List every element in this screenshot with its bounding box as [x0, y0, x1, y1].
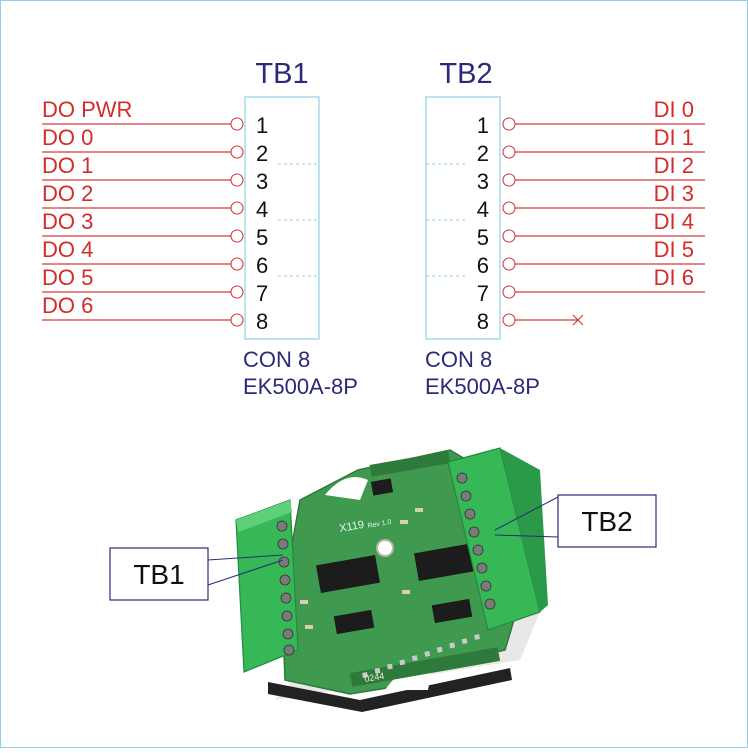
- tb1-callout-label: TB1: [133, 559, 184, 590]
- tb2-pin3-terminal-icon: [502, 173, 516, 187]
- tb2-pin-number-3: 3: [477, 169, 489, 194]
- tb1-signal-do-pwr: DO PWR: [42, 97, 132, 122]
- tb1-pin4-terminal-icon: [230, 201, 244, 215]
- tb2-callout-box: [557, 494, 657, 548]
- tb2-callout-label: TB2: [581, 506, 632, 537]
- tb1-signal-do-2: DO 2: [42, 181, 93, 206]
- tb2-pin-number-6: 6: [477, 253, 489, 278]
- tb1-connector: TB1 DO PWR 1 DO 0 2 DO 1 3 DO 2 4 DO 3 5…: [42, 58, 358, 399]
- tb1-pin8-terminal-icon: [230, 313, 244, 327]
- tb1-signal-do-5: DO 5: [42, 265, 93, 290]
- tb2-pin1-terminal-icon: [502, 117, 516, 131]
- tb2-pin5-terminal-icon: [502, 229, 516, 243]
- tb2-title: TB2: [439, 58, 492, 90]
- tb2-signal-di-1: DI 1: [654, 125, 694, 150]
- tb2-pin6-terminal-icon: [502, 257, 516, 271]
- tb2-terminal-block: [447, 447, 548, 631]
- tb1-pin-number-5: 5: [256, 225, 268, 250]
- ic-chip: [333, 609, 375, 635]
- tb1-pin-number-2: 2: [256, 141, 268, 166]
- no-connect-icon: [572, 314, 584, 326]
- tb2-signal-di-0: DI 0: [654, 97, 694, 122]
- tb2-signal-di-5: DI 5: [654, 237, 694, 262]
- tb2-pin-number-5: 5: [477, 225, 489, 250]
- tb1-pin6-terminal-icon: [230, 257, 244, 271]
- ic-chip: [316, 555, 380, 593]
- tb2-signal-di-4: DI 4: [654, 209, 694, 234]
- tb1-pin1-terminal-icon: [230, 117, 244, 131]
- tb1-pin5-terminal-icon: [230, 229, 244, 243]
- tb2-pin-number-1: 1: [477, 113, 489, 138]
- tb2-pin-number-2: 2: [477, 141, 489, 166]
- tb1-block-outline: [244, 96, 320, 340]
- tb1-title: TB1: [255, 58, 308, 90]
- tb1-signal-do-4: DO 4: [42, 237, 93, 262]
- tb2-connector-label: CON 8: [425, 347, 492, 372]
- ic-chip: [431, 598, 473, 624]
- tb1-pin7-terminal-icon: [230, 285, 244, 299]
- tb1-signal-do-6: DO 6: [42, 293, 93, 318]
- tb1-pin3-terminal-icon: [230, 173, 244, 187]
- tb1-signal-do-0: DO 0: [42, 125, 93, 150]
- tb2-pin2-terminal-icon: [502, 145, 516, 159]
- tb1-pin2-terminal-icon: [230, 145, 244, 159]
- tb2-signal-di-6: DI 6: [654, 265, 694, 290]
- silk-model: X119: [338, 519, 365, 535]
- mounting-hole-icon: [376, 539, 394, 557]
- tb2-pin-number-7: 7: [477, 281, 489, 306]
- tb1-signal-do-1: DO 1: [42, 153, 93, 178]
- tb1-pin-number-1: 1: [256, 113, 268, 138]
- tb1-signal-do-3: DO 3: [42, 209, 93, 234]
- ic-chip: [414, 543, 478, 581]
- tb2-pin7-terminal-icon: [502, 285, 516, 299]
- tb1-part-number: EK500A-8P: [243, 374, 358, 399]
- tb1-connector-label: CON 8: [243, 347, 310, 372]
- tb1-terminal-block: [235, 499, 299, 673]
- tb2-signal-di-3: DI 3: [654, 181, 694, 206]
- tb2-block-outline: [425, 96, 501, 340]
- silk-rev: Rev 1.0: [367, 519, 392, 530]
- silk-code: 0244: [364, 671, 385, 684]
- tb2-callout: TB2: [494, 494, 657, 548]
- tb2-signal-di-2: DI 2: [654, 153, 694, 178]
- tb2-pin8-terminal-icon: [502, 313, 516, 327]
- tb2-pin4-terminal-icon: [502, 201, 516, 215]
- tb2-connector: TB2 DI 0 1 DI 1 2 DI 2 3 DI 3 4 DI 4 5 D…: [425, 58, 705, 399]
- tb1-pin-number-8: 8: [256, 309, 268, 334]
- tb2-pin-number-8: 8: [477, 309, 489, 334]
- tb1-callout-box: [109, 547, 209, 601]
- tb2-part-number: EK500A-8P: [425, 374, 540, 399]
- tb1-pin-number-7: 7: [256, 281, 268, 306]
- tb1-pin-number-3: 3: [256, 169, 268, 194]
- board-photo: X119 Rev 1.0 0244: [235, 447, 548, 712]
- tb2-pin-number-4: 4: [477, 197, 489, 222]
- tb1-callout: TB1: [109, 547, 284, 601]
- tb1-pin-number-4: 4: [256, 197, 268, 222]
- tb1-pin-number-6: 6: [256, 253, 268, 278]
